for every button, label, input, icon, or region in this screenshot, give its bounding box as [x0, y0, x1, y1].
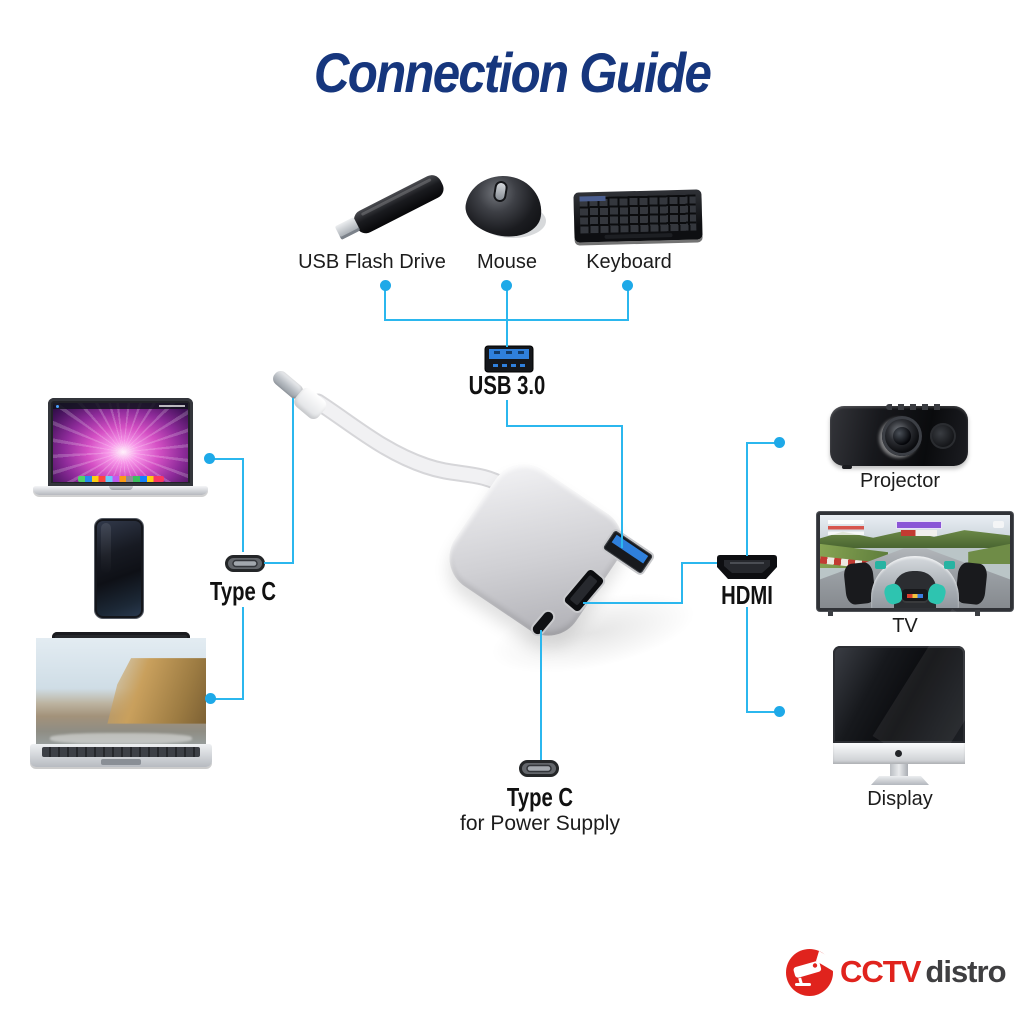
connector-dot — [501, 280, 512, 291]
connector-line — [746, 711, 780, 713]
connector-dot — [205, 693, 216, 704]
hdmi-label: HDMI — [721, 580, 773, 610]
connector-line — [746, 442, 780, 444]
power-type-c-connector-icon — [519, 760, 559, 777]
tv-image — [817, 512, 1013, 611]
connector-line — [210, 458, 244, 460]
connector-line — [242, 607, 244, 700]
usb3-label: USB 3.0 — [468, 370, 546, 400]
type-c-connector-icon — [225, 555, 265, 572]
connector-line — [264, 562, 294, 564]
tv-label: TV — [892, 615, 918, 637]
connector-line — [506, 285, 508, 320]
brand-logo: CCTV distro — [786, 948, 1007, 996]
connector-line — [506, 320, 508, 347]
usb-flash-drive-label: USB Flash Drive — [298, 251, 446, 273]
display-label: Display — [867, 788, 933, 810]
connector-line — [506, 400, 508, 426]
cctv-camera-icon — [786, 948, 833, 996]
connector-line — [211, 698, 244, 700]
connector-line — [681, 562, 717, 564]
power-supply-sublabel: for Power Supply — [460, 812, 620, 835]
connector-dot — [380, 280, 391, 291]
usb-flash-drive-image — [334, 171, 458, 252]
projector-lens — [882, 416, 922, 456]
hdmi-connector-icon — [717, 555, 777, 579]
smartphone-image — [94, 518, 144, 619]
connector-line — [621, 426, 623, 548]
chromebook-image — [30, 632, 212, 769]
tv-screen — [820, 515, 1010, 608]
display-image — [833, 646, 969, 786]
connector-line — [242, 458, 244, 552]
projector-image — [830, 404, 968, 469]
connector-line — [583, 602, 683, 604]
mouse-image — [461, 170, 550, 242]
mouse-label: Mouse — [476, 251, 538, 273]
usb3-port-icon — [484, 345, 534, 373]
macbook-image — [33, 398, 208, 499]
usb-c-plug — [259, 362, 340, 439]
connector-dot — [622, 280, 633, 291]
connector-line — [384, 285, 386, 320]
logo-suffix-text: distro — [925, 954, 1006, 989]
connector-line — [746, 607, 748, 713]
connector-line — [506, 425, 623, 427]
flash-drive-body — [350, 171, 447, 237]
power-type-c-label: Type C — [506, 782, 574, 812]
connector-line — [292, 398, 294, 564]
macbook-wallpaper — [53, 403, 188, 482]
connector-line — [681, 562, 683, 604]
connector-dot — [204, 453, 215, 464]
connector-line — [540, 630, 542, 760]
projector-label: Projector — [859, 470, 941, 492]
page-title: Connection Guide — [313, 41, 712, 104]
connector-dot — [774, 706, 785, 717]
keyboard-image — [573, 189, 703, 243]
type-c-label: Type C — [209, 576, 277, 606]
connector-line — [746, 443, 748, 556]
connector-line — [627, 285, 629, 320]
connector-dot — [774, 437, 785, 448]
chromebook-wallpaper — [36, 638, 206, 764]
logo-brand-text: CCTV — [840, 954, 921, 989]
keyboard-label: Keyboard — [586, 251, 672, 273]
